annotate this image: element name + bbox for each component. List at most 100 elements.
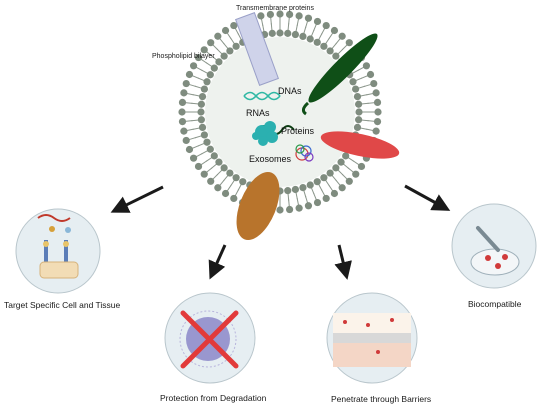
lipid-head [313, 38, 321, 46]
lipid-head [372, 89, 380, 97]
barriers-panel [326, 292, 418, 384]
red-membrane-protein [320, 131, 400, 159]
lipid-head [194, 162, 203, 171]
proteins-label: Proteins [281, 126, 315, 136]
dnas-label: DNAs [278, 86, 302, 96]
lipid-head [276, 29, 284, 37]
lipid-head [185, 70, 194, 79]
lipid-head [320, 42, 328, 50]
lipid-head [372, 127, 380, 135]
lipid-head [198, 92, 207, 101]
lipid-head [299, 32, 307, 41]
lipid-head [374, 108, 382, 116]
lipid-head [332, 164, 340, 172]
lipid-head [200, 131, 209, 139]
lipid-head [373, 98, 382, 106]
lipid-head [226, 47, 234, 55]
lipid-head [286, 205, 294, 214]
lipid-head [299, 183, 307, 192]
lipid-head [342, 152, 350, 160]
lipid-head [322, 21, 330, 30]
lipid-head [203, 138, 211, 146]
lipid-head [276, 10, 284, 18]
exosome-lumen [205, 37, 355, 187]
lipid-head [206, 145, 214, 153]
lipid-head [330, 26, 339, 35]
lipid-head [313, 198, 322, 207]
exosomes-label: Exosomes [249, 154, 292, 164]
exosome-cargo-icon [295, 144, 314, 162]
lipid-head [349, 78, 357, 86]
lipid-head [239, 178, 247, 186]
lipid-head [362, 62, 371, 70]
lipid-head [326, 169, 334, 177]
property-protection: Protection from Degradation [160, 393, 267, 403]
lipid-head [345, 39, 353, 47]
lipid-head [203, 78, 211, 86]
transmembrane-protein [234, 12, 280, 86]
lipid-head [266, 10, 274, 19]
lipid-head [230, 194, 238, 203]
lipid-head [345, 177, 353, 185]
lipid-head [295, 12, 303, 20]
lipid-head [232, 174, 240, 182]
lipid-head [304, 202, 313, 210]
lipid-head [355, 116, 363, 124]
lipid-head [338, 184, 346, 192]
lipid-head [276, 206, 284, 214]
lipid-head [194, 53, 203, 62]
lipid-head [353, 123, 362, 132]
lipid-head [313, 178, 321, 186]
lipid-head [178, 98, 187, 106]
lipid-head [295, 204, 303, 212]
lipid-head [232, 42, 240, 50]
lipid-head [330, 189, 339, 198]
lipid-head [291, 30, 300, 39]
lipid-head [353, 92, 362, 101]
lipid-head [214, 32, 222, 40]
lipid-head [230, 21, 238, 30]
transmembrane-label: Transmembrane proteins [236, 5, 314, 12]
lipid-head [373, 118, 382, 126]
lipid-head [206, 71, 214, 79]
lipid-head [357, 162, 366, 171]
lipid-head [178, 108, 186, 116]
lipid-head [313, 17, 322, 26]
green-membrane-protein [301, 33, 378, 116]
arrow-to-biocompatible [404, 184, 451, 211]
lipid-head [320, 174, 328, 182]
brown-membrane-protein [236, 171, 280, 241]
lipid-head [338, 32, 346, 40]
lipid-head [306, 181, 314, 189]
lipid-head [226, 169, 234, 177]
lipid-head [257, 12, 265, 20]
lipid-head [268, 29, 276, 37]
lipid-head [355, 100, 363, 108]
arrow-to-protection [208, 244, 227, 280]
lipid-head [180, 127, 188, 135]
property-target: Target Specific Cell and Tissue [4, 300, 121, 310]
lipid-head [215, 158, 223, 166]
arrow-to-target [110, 185, 164, 213]
lipid-head [286, 10, 294, 19]
lipid-head [304, 14, 313, 22]
lipid-head [284, 187, 292, 195]
lipid-head [182, 79, 190, 88]
rnas-label: RNAs [246, 108, 270, 118]
lipid-head [210, 64, 218, 72]
lipid-head [200, 170, 208, 178]
lipid-head [207, 39, 215, 47]
lipid-head [182, 136, 190, 145]
lipid-head [352, 170, 360, 178]
lipid-head [189, 154, 198, 162]
phospholipid-label: Phospholipid bilayer [152, 53, 215, 60]
lipid-head [351, 85, 360, 93]
lipid-head [220, 52, 228, 60]
lipid-head [370, 79, 378, 88]
lipid-head [221, 189, 230, 198]
biocompatible-panel [451, 203, 537, 289]
lipid-head [200, 46, 208, 54]
lipid-head [178, 118, 187, 126]
lipid-head [306, 35, 314, 43]
